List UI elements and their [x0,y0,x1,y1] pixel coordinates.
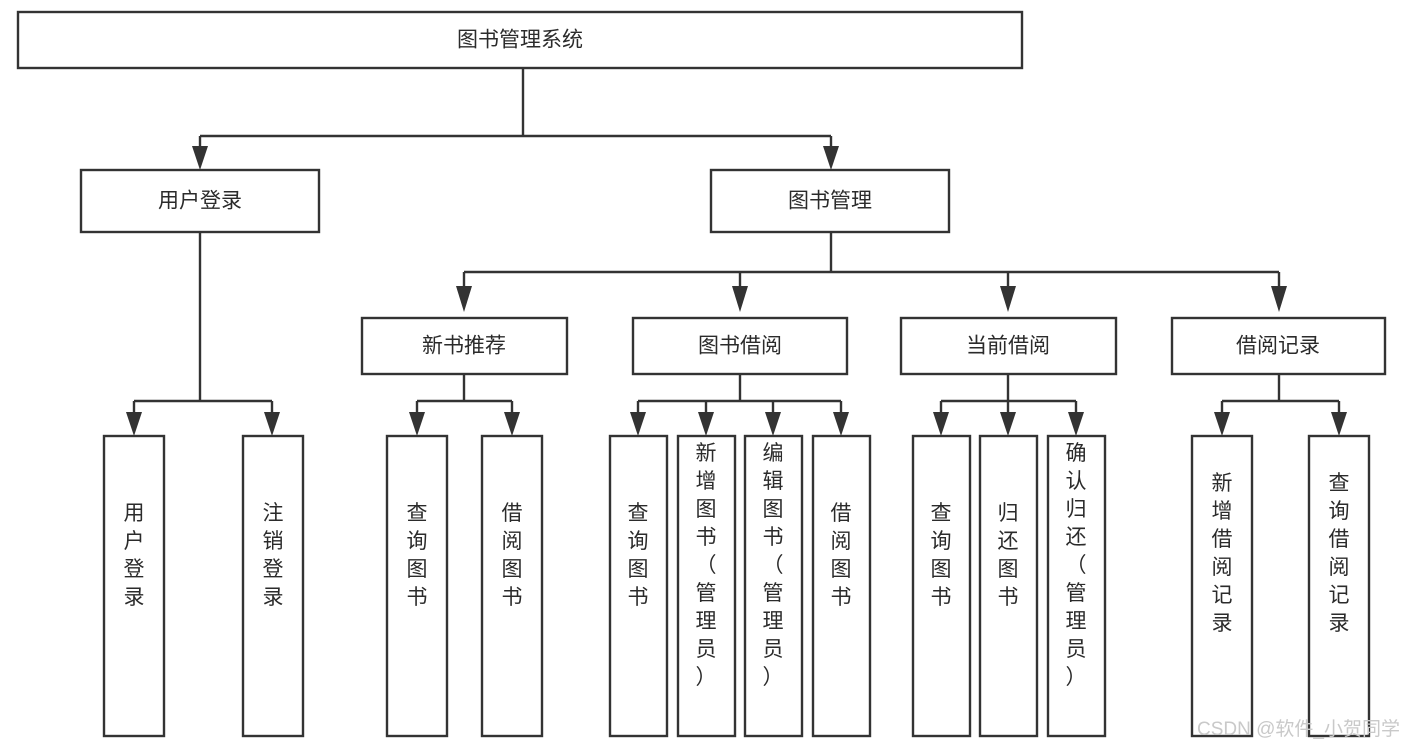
leaf-borrow-record-add[interactable]: 新增借阅记录 [1190,434,1254,738]
arrow-new-book-leaf-1 [409,412,425,436]
leaf-current-borrow-return-box[interactable] [978,434,1039,738]
node-book-management[interactable]: 图书管理 [709,168,951,234]
node-user-login[interactable]: 用户登录 [79,168,321,234]
leaf-user-login-logout-box[interactable] [241,434,305,738]
leaf-user-login-login[interactable]: 用户登录 [102,434,166,738]
arrow-new-book-leaf-2 [504,412,520,436]
node-book-borrow[interactable]: 图书借阅 [631,316,849,376]
leaf-user-login-logout[interactable]: 注销登录 [241,434,305,738]
node-root-system-label: 图书管理系统 [457,29,583,52]
csdn-watermark: CSDN @软件_小贺同学 [1197,718,1400,740]
leaf-book-borrow-edit-box[interactable] [743,434,804,738]
leaf-borrow-record-query-label: 查询借阅记录 [1329,472,1350,635]
node-book-borrow-label: 图书借阅 [698,335,782,358]
leaf-current-borrow-query-box[interactable] [911,434,972,738]
arrow-borrow-record-leaf-1 [1214,412,1230,436]
leaf-book-borrow-add-label: 新增图书（管理员） [696,442,717,689]
node-book-management-box[interactable] [709,168,951,234]
leaf-book-borrow-query-label: 查询图书 [628,502,649,609]
arrow-root-to-book-mgmt [823,146,839,170]
leaf-current-borrow-query[interactable]: 查询图书 [911,434,972,738]
node-current-borrow[interactable]: 当前借阅 [899,316,1118,376]
leaf-new-book-query-label: 查询图书 [407,502,428,609]
arrow-borrow-record-leaf-2 [1331,412,1347,436]
arrow-book-borrow-leaf-4 [833,412,849,436]
leaf-current-borrow-confirm-label: 确认归还（管理员） [1066,442,1087,689]
arrow-root-to-user-login [192,146,208,170]
node-borrow-record[interactable]: 借阅记录 [1170,316,1387,376]
leaf-book-borrow-borrow-box[interactable] [811,434,872,738]
leaf-book-borrow-add-box[interactable] [676,434,737,738]
node-book-management-label: 图书管理 [788,190,872,213]
node-user-login-label: 用户登录 [158,190,242,213]
leaf-current-borrow-confirm-box[interactable] [1046,434,1107,738]
arrow-current-borrow-leaf-2 [1000,412,1016,436]
leaf-borrow-record-query-box[interactable] [1307,434,1371,738]
arrow-current-borrow-leaf-3 [1068,412,1084,436]
leaf-current-borrow-query-label: 查询图书 [931,502,952,609]
arrow-book-mgmt-to-borrow-record [1271,286,1287,312]
leaf-book-borrow-borrow-label: 借阅图书 [831,502,852,609]
node-borrow-record-box[interactable] [1170,316,1387,376]
arrow-user-login-leaf-2 [264,412,280,436]
leaf-user-login-logout-label: 注销登录 [263,502,284,609]
leaf-borrow-record-add-box[interactable] [1190,434,1254,738]
node-root-system-box[interactable] [16,10,1024,70]
leaf-book-borrow-edit[interactable]: 编辑图书（管理员） [743,434,804,738]
leaf-book-borrow-query-box[interactable] [608,434,669,738]
arrow-book-mgmt-to-new-book [456,286,472,312]
node-new-book-recommend-box[interactable] [360,316,569,376]
leaf-current-borrow-return[interactable]: 归还图书 [978,434,1039,738]
leaf-current-borrow-confirm[interactable]: 确认归还（管理员） [1046,434,1107,738]
arrow-book-borrow-leaf-2 [698,412,714,436]
leaf-new-book-borrow-label: 借阅图书 [502,502,523,609]
leaf-new-book-query[interactable]: 查询图书 [385,434,449,738]
node-new-book-recommend-label: 新书推荐 [422,335,506,358]
leaf-user-login-login-label: 用户登录 [124,502,145,609]
leaf-current-borrow-return-label: 归还图书 [998,502,1019,609]
node-new-book-recommend[interactable]: 新书推荐 [360,316,569,376]
leaf-book-borrow-borrow[interactable]: 借阅图书 [811,434,872,738]
leaf-book-borrow-edit-label: 编辑图书（管理员） [763,442,784,689]
connector-layer [126,68,1347,436]
arrow-book-mgmt-to-current-borrow [1000,286,1016,312]
arrow-current-borrow-leaf-1 [933,412,949,436]
node-book-borrow-box[interactable] [631,316,849,376]
arrow-book-mgmt-to-book-borrow [732,286,748,312]
arrow-user-login-leaf-1 [126,412,142,436]
leaf-borrow-record-query[interactable]: 查询借阅记录 [1307,434,1371,738]
node-user-login-box[interactable] [79,168,321,234]
node-current-borrow-box[interactable] [899,316,1118,376]
leaf-new-book-query-box[interactable] [385,434,449,738]
node-borrow-record-label: 借阅记录 [1236,335,1320,358]
node-root-system[interactable]: 图书管理系统 [16,10,1024,70]
node-current-borrow-label: 当前借阅 [966,335,1050,358]
leaf-book-borrow-query[interactable]: 查询图书 [608,434,669,738]
arrow-book-borrow-leaf-3 [765,412,781,436]
leaf-user-login-login-box[interactable] [102,434,166,738]
leaf-new-book-borrow-box[interactable] [480,434,544,738]
arrow-book-borrow-leaf-1 [630,412,646,436]
leaf-borrow-record-add-label: 新增借阅记录 [1212,472,1233,635]
leaf-book-borrow-add[interactable]: 新增图书（管理员） [676,434,737,738]
leaf-new-book-borrow[interactable]: 借阅图书 [480,434,544,738]
